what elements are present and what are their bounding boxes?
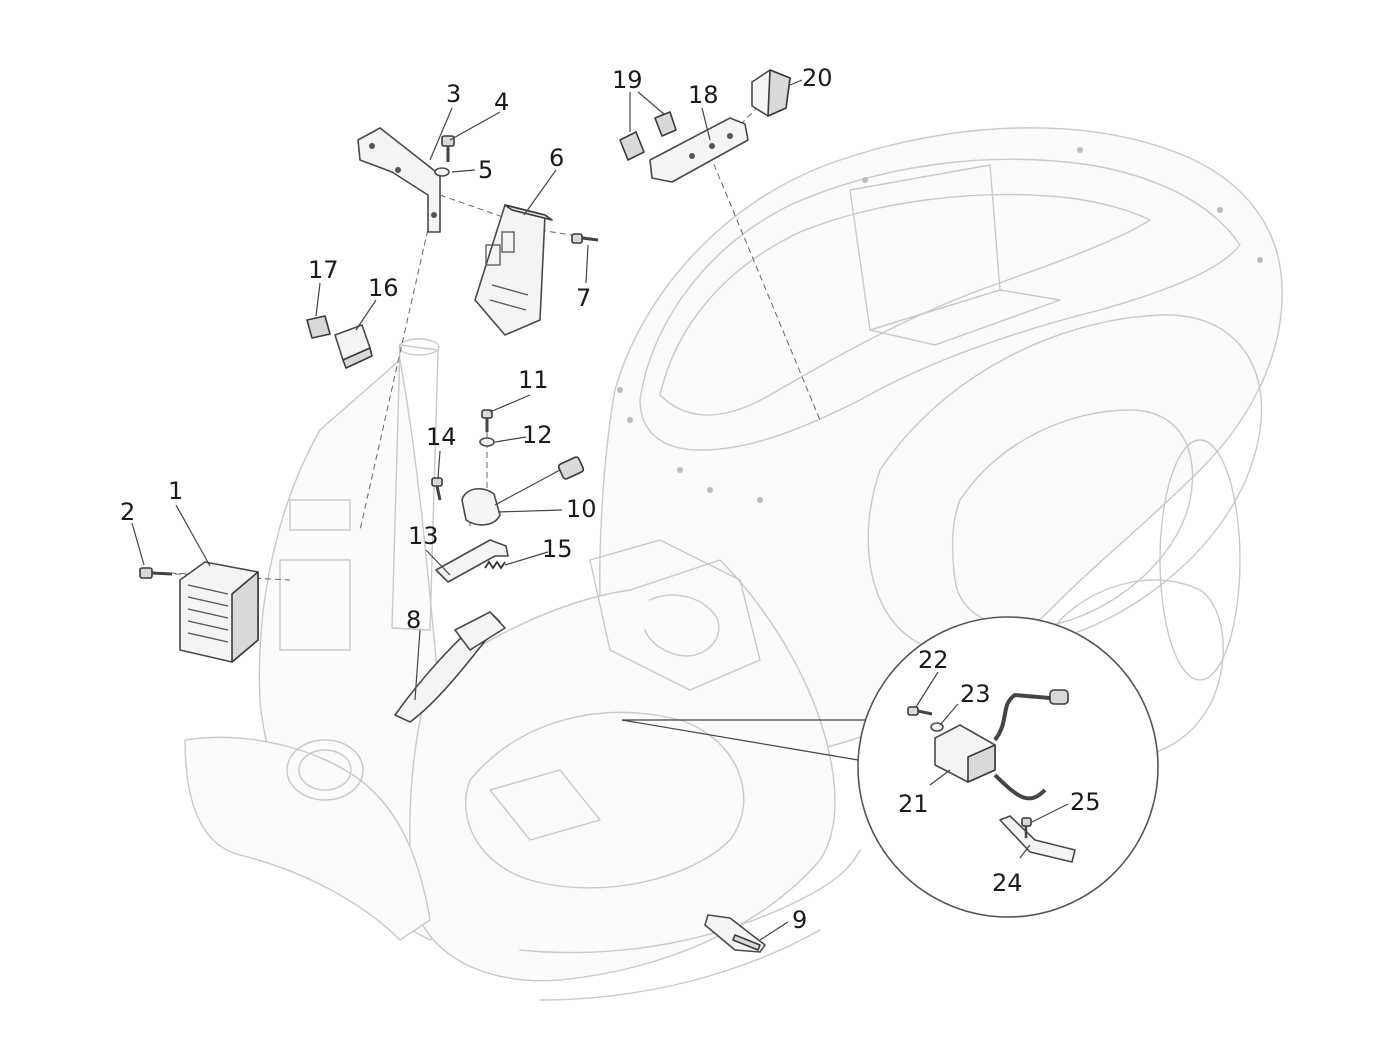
bracket-screw (441, 135, 455, 162)
bracket-washer (434, 167, 450, 177)
callout-2: 2 (120, 498, 135, 526)
relay-mount (306, 315, 331, 339)
callout-19: 19 (612, 66, 643, 94)
callout-21: 21 (898, 790, 929, 818)
detail-circle (857, 616, 1159, 918)
column-bracket (289, 499, 351, 531)
column-top (398, 338, 440, 356)
callout-15: 15 (542, 535, 573, 563)
callout-4: 4 (494, 88, 509, 116)
callout-12: 12 (522, 421, 553, 449)
battery-compartment (589, 539, 761, 691)
electronic-control-unit (474, 204, 553, 336)
horn-grille (286, 739, 364, 801)
sensor-screw-side (431, 477, 443, 501)
callout-labels: 1 2 3 4 5 6 7 8 9 10 11 12 13 14 15 16 1… (120, 64, 1101, 934)
callout-10: 10 (566, 495, 597, 523)
detail-pointer-upper (621, 719, 859, 761)
voltage-regulator (179, 561, 259, 663)
sensor-screw-upper (481, 409, 493, 432)
storage-opening (639, 158, 1241, 451)
regulator-mount (279, 559, 351, 651)
coil-screw (907, 706, 933, 716)
callout-13: 13 (408, 522, 439, 550)
floor-recess (489, 769, 601, 841)
side-panel-inner (951, 409, 1194, 629)
control-unit-screw (571, 233, 599, 244)
callout-16: 16 (368, 274, 399, 302)
body-rivets (617, 147, 1263, 503)
ignition-coil (934, 689, 1069, 801)
seat-lock-bracket (649, 117, 749, 183)
frame-line-b (539, 929, 821, 1001)
sensor-with-cable (461, 456, 585, 526)
callout-3: 3 (446, 80, 461, 108)
seat-switches (619, 111, 677, 161)
front-skirt (184, 736, 431, 941)
sensor-washer (479, 437, 495, 447)
coil-bracket (999, 815, 1076, 863)
callout-14: 14 (426, 423, 457, 451)
rear-wheel (1159, 439, 1241, 681)
horn-grille-inner (298, 749, 352, 791)
callout-1: 1 (168, 477, 183, 505)
regulator-screw (139, 567, 173, 579)
storage-inner (659, 193, 1151, 416)
callout-23: 23 (960, 680, 991, 708)
storage-box-floor (869, 289, 1061, 346)
callout-7: 7 (576, 284, 591, 312)
callout-11: 11 (518, 366, 549, 394)
callout-20: 20 (802, 64, 833, 92)
sensor-bracket (435, 539, 509, 583)
callout-5: 5 (478, 156, 493, 184)
callout-leaders (131, 79, 1069, 941)
detail-inset (621, 616, 1159, 918)
callout-22: 22 (918, 646, 949, 674)
steering-column (391, 344, 439, 631)
callout-9: 9 (792, 906, 807, 934)
callout-24: 24 (992, 869, 1023, 897)
bracket-screw-small (1021, 817, 1032, 838)
callout-18: 18 (688, 81, 719, 109)
spring (484, 560, 506, 570)
relay (334, 324, 373, 369)
callout-8: 8 (406, 606, 421, 634)
frame-line-a (519, 849, 861, 954)
callout-6: 6 (549, 144, 564, 172)
callout-17: 17 (308, 256, 339, 284)
battery-detail (644, 594, 720, 657)
fuse-box-connector (751, 69, 791, 117)
side-panel (867, 314, 1263, 654)
battery-cover-bracket (394, 611, 506, 723)
cable-clip (704, 914, 766, 953)
callout-25: 25 (1070, 788, 1101, 816)
floor-tunnel (465, 711, 745, 889)
control-unit-bracket (357, 127, 441, 233)
